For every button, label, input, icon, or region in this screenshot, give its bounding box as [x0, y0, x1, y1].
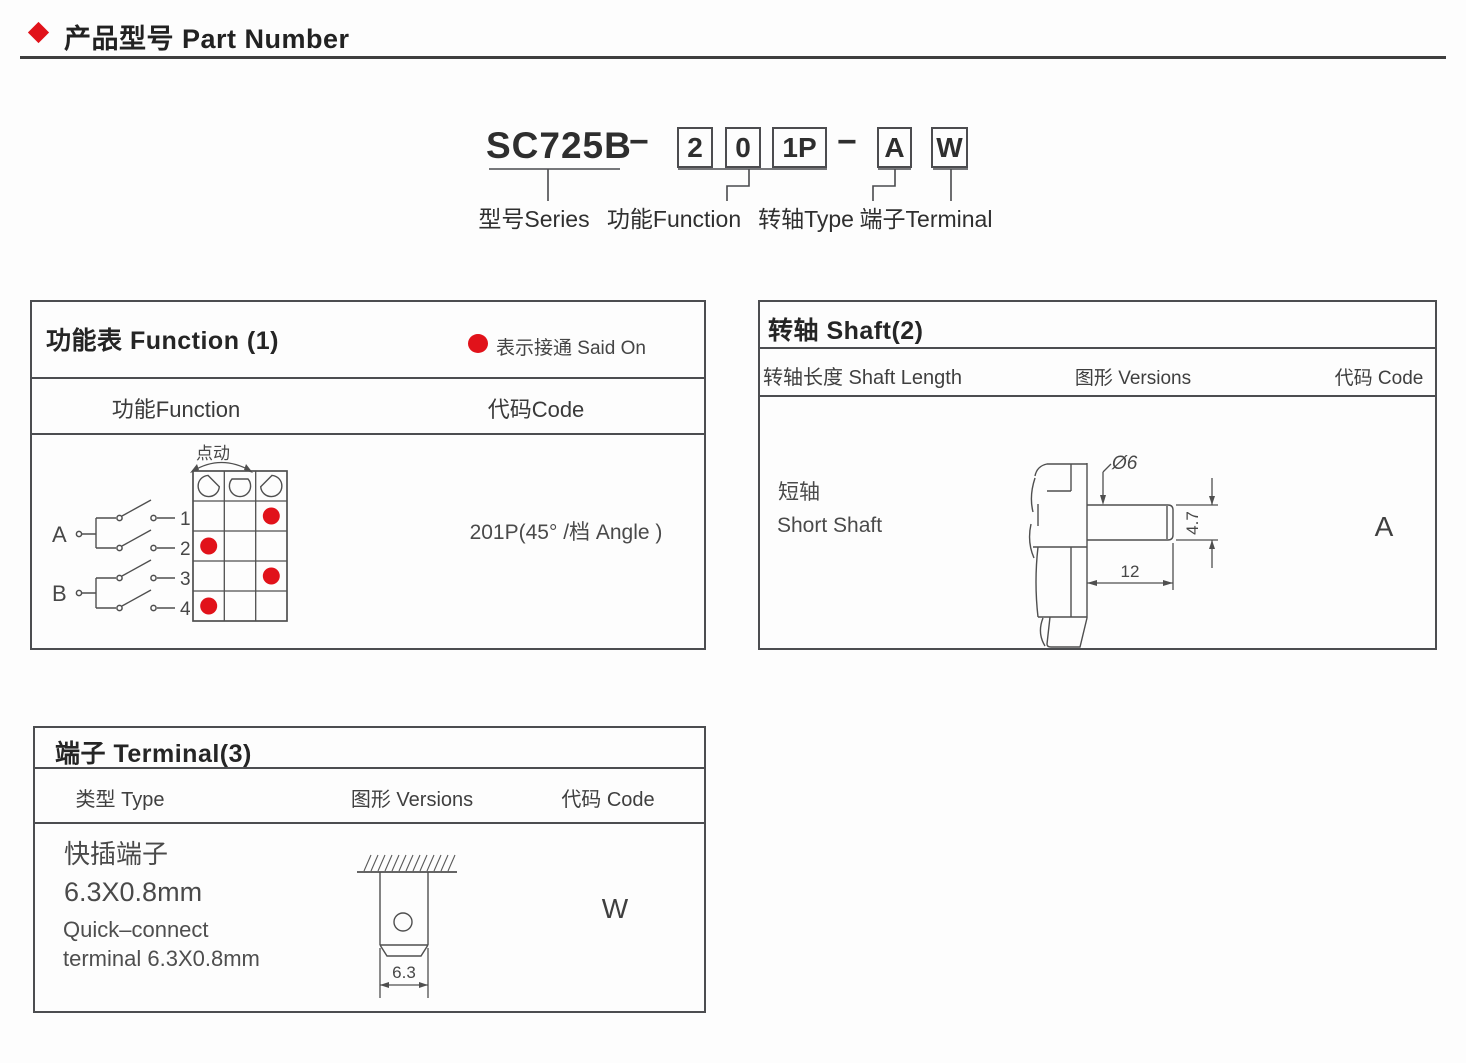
section-diamond-icon — [27, 21, 50, 44]
part-number-digit-3: 1P — [772, 127, 827, 168]
function-table — [30, 300, 706, 650]
terminal-code-value: W — [601, 893, 629, 924]
terminal-table-divider-1 — [35, 767, 704, 769]
part-number-connectors — [489, 168, 968, 201]
shaft-versions-header: 图形 Versions — [1074, 368, 1192, 389]
shaft-length-en: Short Shaft — [777, 514, 883, 537]
function-code-value: 201P(45° /档 Angle ) — [469, 521, 663, 544]
function-table-divider-2 — [32, 433, 704, 435]
terminal-table-divider-2 — [35, 822, 704, 824]
page-title: 产品型号 Part Number — [64, 24, 350, 54]
part-number-series: SC725B — [486, 125, 632, 166]
part-number-terminal-code: W — [931, 127, 968, 168]
label-series: 型号Series — [478, 206, 590, 232]
terminal-type-header: 类型 Type — [75, 789, 165, 811]
label-terminal: 端子Terminal — [859, 206, 993, 232]
terminal-table-title: 端子 Terminal(3) — [55, 740, 252, 768]
terminal-type-en-2: terminal 6.3X0.8mm — [63, 946, 260, 971]
terminal-type-en-1: Quick–connect — [63, 917, 209, 942]
terminal-table — [33, 726, 706, 1013]
shaft-length-cn: 短轴 — [778, 481, 820, 504]
shaft-table-divider-1 — [760, 347, 1435, 349]
part-number-shaft-code: A — [877, 127, 912, 168]
terminal-type-cn: 快插端子 — [64, 839, 169, 869]
shaft-table-divider-2 — [760, 395, 1435, 397]
shaft-code-value: A — [1374, 511, 1394, 542]
shaft-length-header: 转轴长度 Shaft Length — [763, 367, 962, 389]
label-shaft-type: 转轴Type — [758, 206, 854, 232]
shaft-code-header: 代码 Code — [1334, 368, 1424, 389]
terminal-code-header: 代码 Code — [561, 789, 655, 811]
terminal-versions-header: 图形 Versions — [350, 789, 474, 811]
part-number-separator-2: − — [837, 123, 857, 161]
on-legend-dot — [468, 334, 488, 353]
on-legend-text: 表示接通 Said On — [496, 338, 646, 359]
terminal-type-size: 6.3X0.8mm — [64, 877, 203, 907]
function-table-divider-1 — [32, 377, 704, 379]
shaft-table-title: 转轴 Shaft(2) — [768, 317, 924, 345]
part-number-digit-2: 0 — [725, 127, 761, 168]
function-col-header: 功能Function — [111, 397, 241, 422]
header-rule — [20, 56, 1446, 59]
part-number-separator-1: − — [629, 123, 649, 161]
function-table-title: 功能表 Function (1) — [46, 327, 279, 355]
shaft-table — [758, 300, 1437, 650]
function-code-header: 代码Code — [487, 397, 585, 422]
label-function: 功能Function — [606, 206, 742, 232]
part-number-digit-1: 2 — [677, 127, 713, 168]
